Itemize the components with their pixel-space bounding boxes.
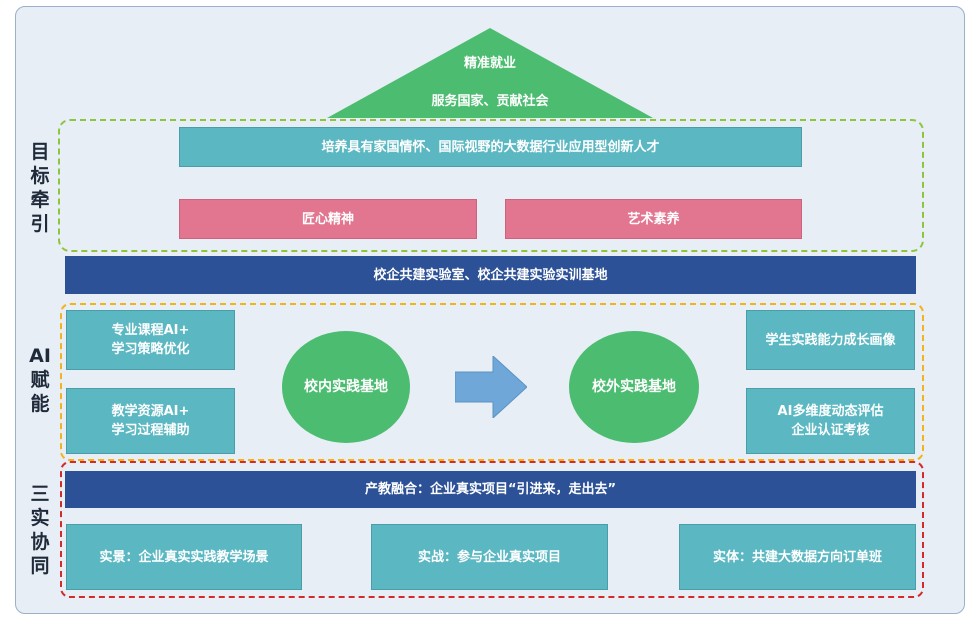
inner-base-circle: 校内实践基地: [282, 331, 410, 443]
scene-box: 实景：企业真实实践教学场景: [66, 524, 302, 590]
goal-section-border: [58, 119, 924, 252]
roof-line2: 服务国家、贡献社会: [431, 93, 549, 109]
lab-bar: 校企共建实验室、校企共建实验实训基地: [65, 256, 916, 294]
roof-text: 精准就业 服务国家、贡献社会: [400, 56, 580, 109]
three-side-label: 三实协同: [30, 483, 50, 577]
ai-left-bottom: 教学资源AI+ 学习过程辅助: [66, 388, 235, 454]
ai-left-top: 专业课程AI+ 学习策略优化: [66, 310, 235, 370]
flow-arrow-icon: [455, 356, 527, 418]
three-section-border: [60, 461, 924, 598]
art-box: 艺术素养: [505, 199, 802, 239]
outer-base-circle: 校外实践基地: [569, 331, 699, 443]
ai-section-border: [60, 303, 924, 461]
industry-bar: 产教融合：企业真实项目“引进来，走出去”: [65, 471, 916, 508]
goal-banner: 培养具有家国情怀、国际视野的大数据行业应用型创新人才: [179, 127, 802, 167]
roof-triangle: [327, 28, 653, 118]
ai-side-label: AI赋能: [29, 345, 51, 415]
spirit-box: 匠心精神: [179, 199, 477, 239]
arrow-shape: [455, 356, 527, 418]
combat-box: 实战：参与企业真实项目: [371, 524, 608, 590]
roof-line1: 精准就业: [463, 55, 516, 71]
entity-box: 实体：共建大数据方向订单班: [679, 524, 916, 590]
roof-shape: [327, 28, 653, 118]
ai-right-top: 学生实践能力成长画像: [746, 310, 915, 370]
goal-side-label: 目标牵引: [30, 141, 50, 235]
ai-right-bottom: AI多维度动态评估 企业认证考核: [746, 388, 915, 454]
